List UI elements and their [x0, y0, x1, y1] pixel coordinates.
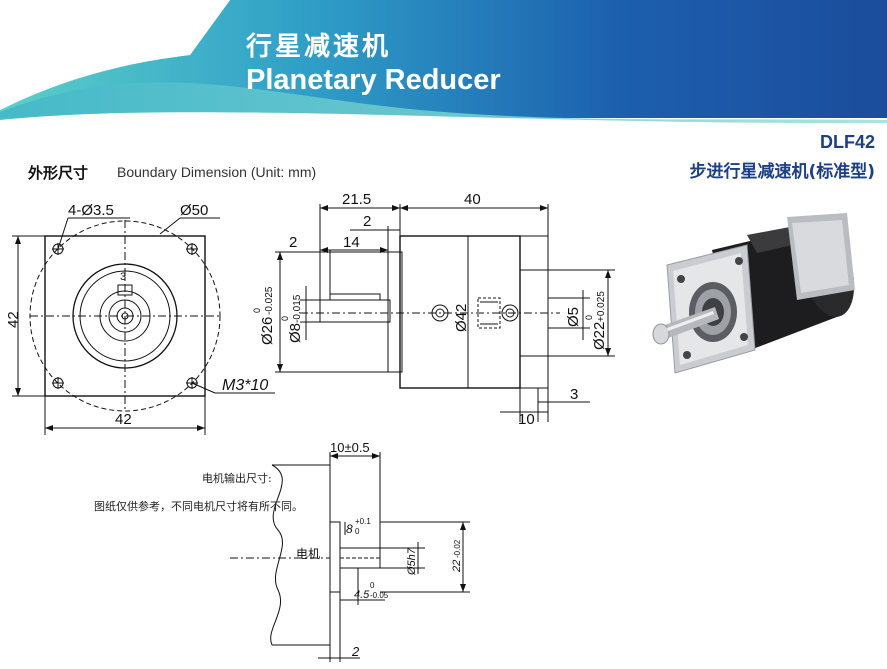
side-dia-22-tol-upper: +0.025 — [596, 291, 607, 322]
page-title-en: Planetary Reducer — [246, 64, 501, 96]
side-overall-right: 40 — [464, 191, 481, 208]
page-title-cn: 行星减速机 — [246, 32, 392, 62]
motor-dim-shaft: Ø5h7 — [406, 547, 418, 576]
front-width-label: 42 — [115, 411, 132, 428]
motor-dim-22: 22 — [451, 560, 463, 573]
side-dia-22: Ø22 — [591, 322, 608, 350]
side-dia-8-tol-lower: -0.015 — [292, 294, 303, 323]
side-dia-26-tol-upper: 0 — [252, 308, 262, 313]
front-key-label: 3 — [120, 271, 126, 283]
side-dim-3: 3 — [570, 386, 578, 403]
side-dim-2-left: 2 — [289, 234, 297, 251]
side-dia-26-tol-lower: -0.025 — [264, 286, 275, 315]
side-dia-22-tol-lower: 0 — [584, 315, 594, 320]
product-photo — [627, 195, 881, 423]
front-tap-label: M3*10 — [222, 377, 268, 394]
motor-dim-45: 4.5 — [354, 589, 370, 601]
section-title-cn: 外形尺寸 — [28, 164, 89, 182]
motor-dim-2: 2 — [351, 644, 360, 659]
banner-graphic — [0, 0, 887, 125]
motor-dim-8-tol-lower: 0 — [355, 527, 360, 536]
motor-dim-45-tol-lower: -0.05 — [370, 591, 389, 600]
motor-note-line2: 图纸仅供参考，不同电机尺寸将有所不同。 — [94, 500, 303, 513]
side-dia-8: Ø8 — [287, 323, 304, 343]
motor-label: 电机 — [296, 547, 320, 561]
motor-dim-8: 8 — [346, 522, 353, 536]
side-dia-42: Ø42 — [453, 304, 470, 332]
header-banner: 行星减速机 Planetary Reducer — [0, 0, 887, 125]
section-title-en: Boundary Dimension (Unit: mm) — [117, 164, 317, 180]
dimension-drawing: 4-Ø3.5 Ø50 42 42 M3*10 3 21.5 40 2 2 14 … — [5, 191, 615, 662]
side-dim-10: 10 — [518, 411, 535, 428]
side-dia-5: Ø5 — [565, 307, 582, 327]
side-overall-left: 21.5 — [342, 191, 371, 208]
side-dia-8-tol-upper: 0 — [280, 316, 290, 321]
front-hole-label: 4-Ø3.5 — [68, 202, 114, 219]
motor-dim-45-tol-upper: 0 — [370, 581, 375, 590]
front-circle-label: Ø50 — [180, 202, 208, 219]
side-dim-14: 14 — [343, 234, 360, 251]
front-height-label: 42 — [5, 311, 22, 328]
product-name-cn: 步进行星减速机(标准型) — [689, 162, 875, 182]
motor-dim-22-tol: -0.02 — [453, 539, 462, 558]
product-model: DLF42 — [819, 132, 875, 152]
motor-dim-top: 10±0.5 — [330, 440, 370, 455]
side-dia-26: Ø26 — [259, 317, 276, 345]
motor-note-line1: 电机输出尺寸: — [202, 472, 272, 485]
motor-dim-8-tol-upper: +0.1 — [355, 517, 371, 526]
side-dim-2-top: 2 — [363, 213, 371, 230]
